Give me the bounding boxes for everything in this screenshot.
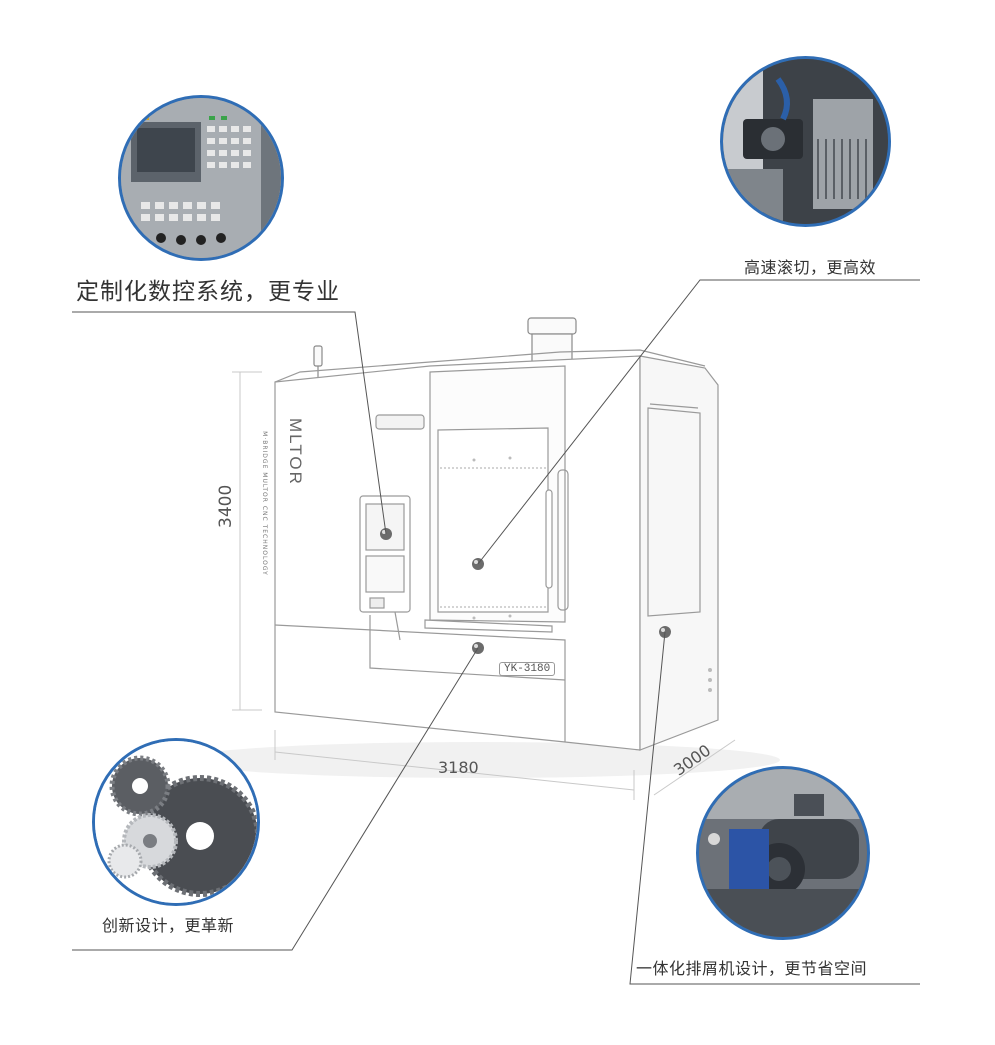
dimension-lines (232, 371, 736, 800)
callout-chip-conveyor: 一体化排屑机设计，更节省空间 (636, 959, 868, 978)
signal-light (313, 345, 323, 380)
brand-logo: MLTOR (286, 418, 305, 486)
model-plate: YK-3180 (499, 662, 556, 676)
chip-conveyor-photo (696, 766, 870, 940)
gears-photo (92, 738, 260, 906)
brand-subtitle: M·BRIDGE MULTOR CNC TECHNOLOGY (260, 431, 268, 576)
callout-innovative-design: 创新设计，更革新 (102, 916, 235, 935)
cnc-panel-photo (118, 95, 284, 261)
leader-lines (72, 279, 920, 985)
hobbing-photo (720, 56, 891, 227)
detail-dots (472, 456, 712, 692)
svg-text:MLTOR: MLTOR (286, 418, 305, 486)
dimension-width: 3180 (438, 758, 479, 777)
callout-control-system: 定制化数控系统，更专业 (76, 279, 340, 305)
dimension-height: 3400 (216, 484, 236, 528)
machine-body (274, 349, 719, 751)
callout-high-speed-hobbing: 高速滚切，更高效 (744, 258, 877, 277)
